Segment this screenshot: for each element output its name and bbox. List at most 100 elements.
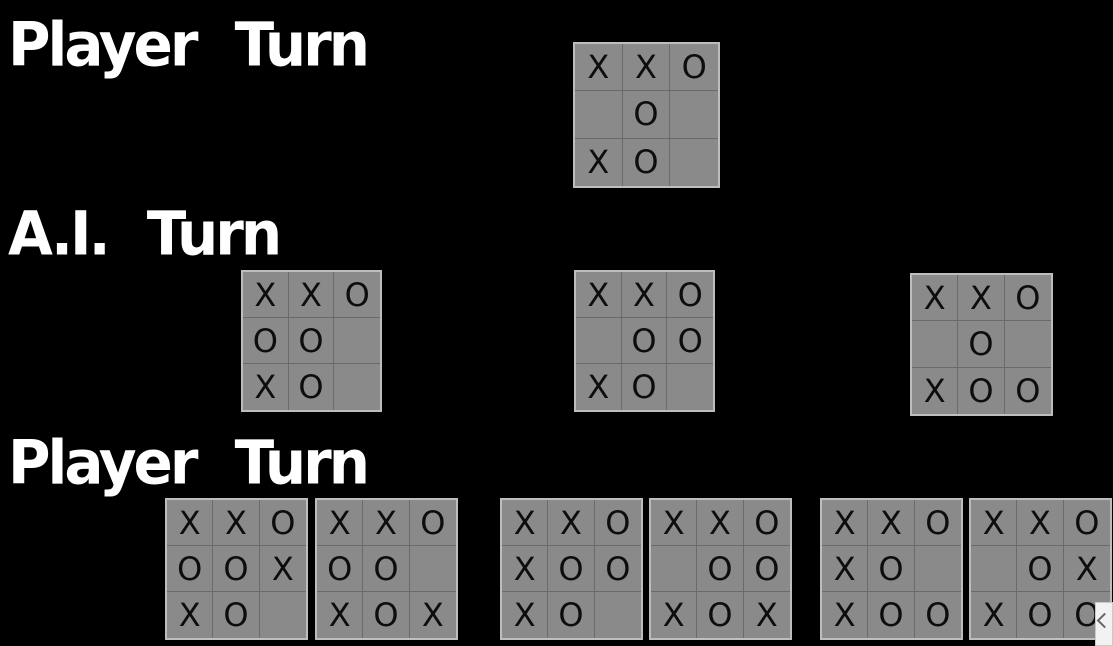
board-cell: X (576, 364, 622, 410)
board-cell: O (1015, 371, 1041, 410)
board-cell: O (743, 500, 790, 546)
board-cell: O (259, 500, 306, 546)
board-cell: X (502, 592, 549, 638)
board-cell: X (971, 500, 1018, 546)
board-cell: X (167, 500, 214, 546)
board-cell (914, 546, 961, 592)
board-cell (260, 592, 306, 638)
board-cell: O (548, 592, 595, 638)
board-cell: X (822, 592, 869, 638)
board-cell: X (822, 546, 869, 592)
board-cell: X (243, 364, 289, 410)
level-label-player-turn-top: Player Turn (8, 8, 370, 81)
board-cell: X (912, 367, 959, 414)
board-cell: O (743, 546, 790, 592)
board-cell (575, 91, 623, 139)
board-cell: O (868, 546, 915, 592)
board-cell: O (667, 272, 713, 318)
board-cell: X (243, 272, 289, 318)
board-cell: X (912, 275, 959, 322)
board-cell: O (667, 318, 713, 364)
board-cell (651, 546, 698, 592)
board-cell (670, 91, 718, 139)
level-label-ai-turn: A.I. Turn (8, 197, 282, 270)
board-cell: O (594, 546, 641, 592)
board-cell: X (868, 500, 915, 546)
board-cell: O (548, 546, 595, 592)
watermark-logo (1095, 602, 1113, 646)
board-cell (971, 546, 1018, 592)
board-cell: X (317, 500, 364, 546)
board-cell: O (409, 500, 456, 546)
board-cell: X (622, 44, 671, 92)
board-cell: O (868, 592, 915, 638)
board-cell (670, 139, 718, 186)
board-cell: X (167, 592, 214, 638)
board-cell: X (421, 596, 444, 634)
board-cell (595, 592, 641, 638)
board-cell: O (622, 91, 671, 139)
board-cell: X (697, 500, 744, 546)
board-cell: O (317, 546, 364, 592)
board-cell (576, 318, 622, 364)
board-cell (667, 364, 713, 410)
board-cell: X (651, 500, 698, 546)
board-cell: X (971, 592, 1018, 638)
board-cell: X (621, 272, 668, 318)
board-cell: O (363, 592, 410, 638)
board-cell: O (1063, 500, 1110, 546)
board-cell: X (755, 596, 778, 634)
board-cell: X (576, 272, 622, 318)
board-cell: X (502, 546, 549, 592)
board-cell: X (958, 275, 1005, 322)
board-cell: X (288, 272, 335, 318)
board-cell: O (334, 272, 380, 318)
board-cell: X (502, 500, 549, 546)
board-cell: O (1017, 546, 1064, 592)
board-cell: O (1017, 592, 1064, 638)
board-cell: O (363, 546, 410, 592)
board-cell: X (822, 500, 869, 546)
board-cell: O (914, 500, 961, 546)
board-cell (912, 321, 959, 368)
board-cell: O (594, 500, 641, 546)
board-cell: O (621, 318, 668, 364)
board-cell: O (243, 318, 289, 364)
board-cell: O (958, 321, 1005, 368)
level-label-player-turn-bottom: Player Turn (8, 426, 370, 499)
board-cell: X (317, 592, 364, 638)
board-cell: O (1004, 275, 1051, 322)
board-cell: O (697, 546, 744, 592)
board-cell: X (1063, 546, 1110, 592)
board-cell: O (289, 364, 335, 410)
board-cell: X (651, 592, 698, 638)
board-cell: O (622, 364, 668, 410)
board-cell (334, 318, 380, 364)
board-cell: O (670, 44, 718, 92)
board-cell: X (1017, 500, 1064, 546)
board-cell: X (575, 138, 623, 186)
board-cell: O (623, 138, 671, 186)
board-cell (1004, 321, 1051, 368)
board-cell: O (288, 318, 335, 364)
board-cell: X (548, 500, 595, 546)
board-cell: O (213, 546, 260, 592)
board-cell: O (958, 367, 1005, 414)
board-cell: O (697, 592, 744, 638)
board-cell: X (259, 546, 306, 592)
board-cell: X (575, 44, 623, 92)
board-cell: X (213, 500, 260, 546)
board-cell: O (167, 546, 214, 592)
board-cell: X (363, 500, 410, 546)
board-cell: O (925, 596, 951, 634)
